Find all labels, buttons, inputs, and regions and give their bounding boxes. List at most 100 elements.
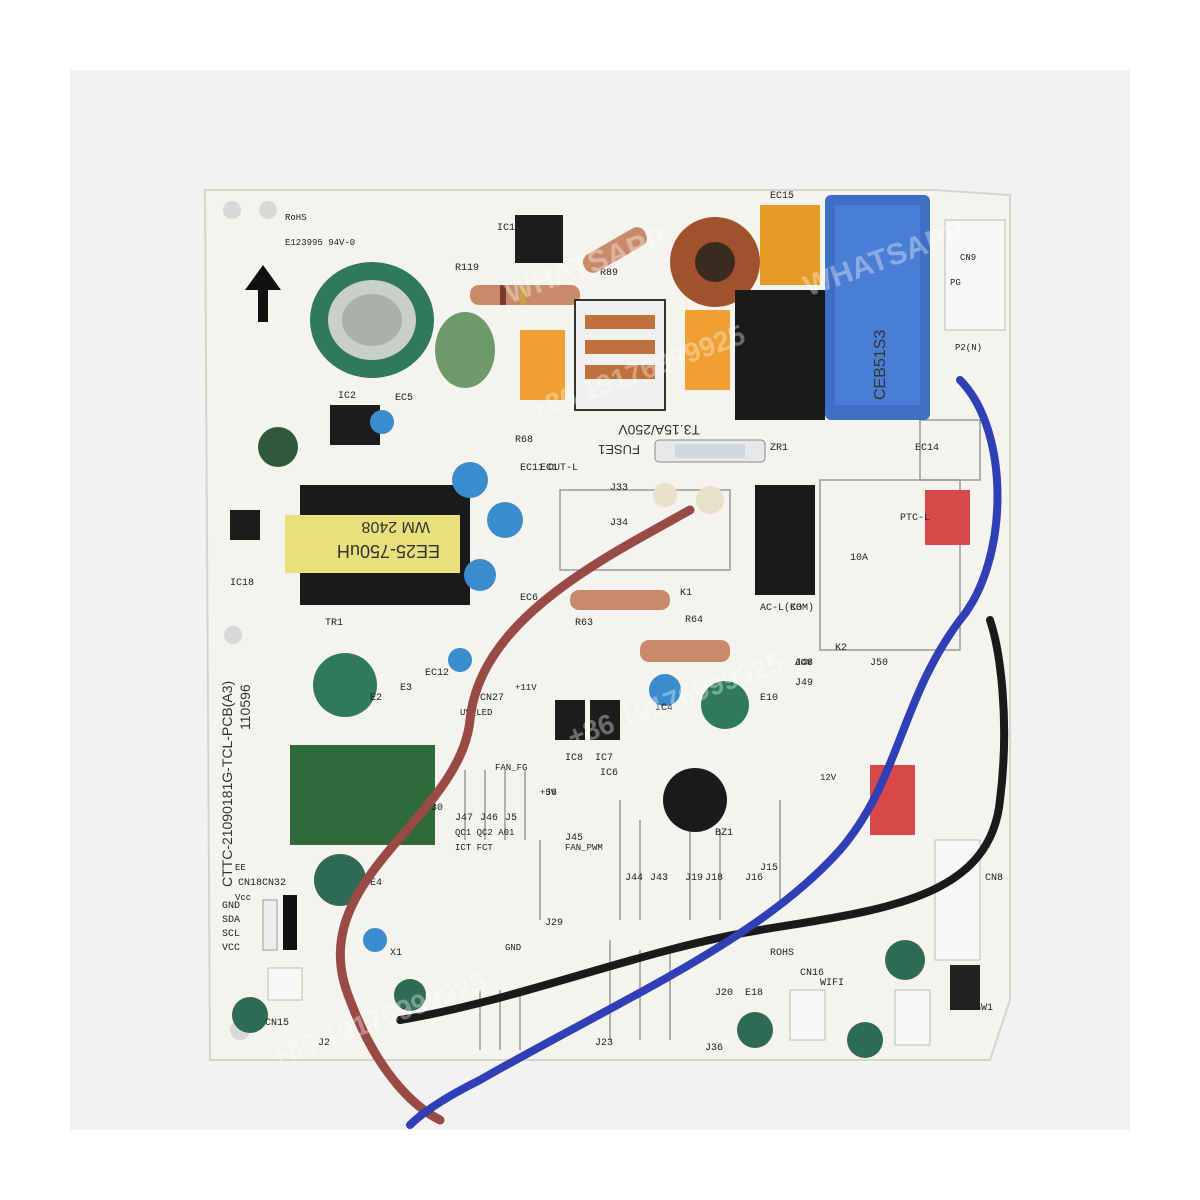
electrolytic-capacitor <box>885 940 925 980</box>
component-ref-label: K1 <box>680 588 692 599</box>
ic-chip <box>230 510 260 540</box>
silkscreen-label: +5V <box>540 788 557 798</box>
silkscreen-label: CN9 <box>960 253 976 263</box>
component-ref-label: ZR1 <box>770 443 788 454</box>
ceramic-capacitor-green <box>435 312 495 388</box>
ceramic-capacitor-blue <box>487 502 523 538</box>
component-ref-label: R119 <box>455 263 479 274</box>
resistor <box>470 285 580 305</box>
resistor <box>570 590 730 662</box>
component-ref-label: K2 <box>835 643 847 654</box>
relay-black <box>755 485 815 595</box>
pin-label: VCC <box>222 943 240 954</box>
transformer-label: EE25-750uH <box>337 541 440 561</box>
component-ref-label: J2 <box>318 1038 330 1049</box>
component-ref-label: J33 <box>610 483 628 494</box>
component-ref-label: X1 <box>390 948 402 959</box>
component-ref-label: IC4 <box>655 703 673 714</box>
component-ref-label: IC6 <box>600 768 618 779</box>
component-ref-label: J45 <box>565 833 583 844</box>
component-ref-label: CN8 <box>985 873 1003 884</box>
silkscreen-label: FAN_FG <box>495 763 527 773</box>
component-ref-label: E18 <box>745 988 763 999</box>
electrolytic-capacitor <box>232 997 268 1033</box>
component-ref-label: CN27 <box>480 693 504 704</box>
pin-label: SDA <box>222 915 240 926</box>
wire-terminal <box>653 483 677 507</box>
silkscreen-label: P2(N) <box>955 343 982 353</box>
silkscreen-label: QC1 QC2 A01 <box>455 828 514 838</box>
connector-white <box>944 219 1006 331</box>
electrolytic-capacitor <box>701 681 749 729</box>
component-ref-label: EC11 <box>520 463 544 474</box>
component-ref-label: J20 <box>715 988 733 999</box>
component-ref-label: E3 <box>400 683 412 694</box>
film-capacitor-orange <box>685 310 730 390</box>
ic-chip <box>555 700 585 740</box>
component-ref-label: TR1 <box>325 618 343 629</box>
component-ref-label: CN15 <box>265 1018 289 1029</box>
pin-header <box>262 899 278 951</box>
component-ref-label: CN16 <box>800 968 824 979</box>
component-ref-label: J47 <box>455 813 473 824</box>
component-ref-label: J46 <box>480 813 498 824</box>
wire-blue <box>406 376 1002 1129</box>
wire-brown <box>335 505 695 1125</box>
film-capacitor-orange <box>520 330 565 400</box>
component-ref-label: E2 <box>370 693 382 704</box>
transformer-date: WM 2408 <box>361 518 430 535</box>
arrow-up-icon <box>245 265 281 322</box>
ceramic-capacitor-blue <box>649 674 681 706</box>
silkscreen-label: ACN <box>795 658 811 668</box>
component-ref-label: K3 <box>790 603 802 614</box>
electrolytic-capacitor <box>314 854 366 906</box>
component-ref-label: E4 <box>370 878 382 889</box>
component-ref-label: J36 <box>705 1043 723 1054</box>
board-id: 110596 <box>237 684 253 730</box>
resistor <box>582 227 648 273</box>
ceramic-capacitor-blue <box>452 462 488 498</box>
silkscreen-lines <box>464 419 981 1050</box>
power-module-board <box>290 745 435 845</box>
component-ref-label: ROHS <box>770 948 794 959</box>
mounting-hole <box>224 626 242 644</box>
component-ref-label: R63 <box>575 618 593 629</box>
component-ref-label: IC17 <box>497 223 521 234</box>
connector-white <box>267 967 303 1001</box>
silkscreen-label: PG <box>950 278 961 288</box>
component-ref-label: J49 <box>795 678 813 689</box>
relay-marking: CEB51S3 <box>872 330 889 400</box>
connector-red <box>925 490 970 545</box>
component-ref-label: CN18 <box>238 878 262 889</box>
ic-chip <box>515 215 563 263</box>
component-ref-label: J29 <box>545 918 563 929</box>
silkscreen-label: +11V <box>515 683 537 693</box>
component-ref-label: AC-L(COM) <box>760 602 814 614</box>
silkscreen-label: ICT FCT <box>455 843 493 853</box>
silkscreen-label: GND <box>505 943 521 953</box>
electrolytic-capacitor <box>737 1012 773 1048</box>
electrolytic-capacitor <box>258 427 298 467</box>
component-ref-label: SW1 <box>975 1003 993 1014</box>
buzzer <box>663 768 727 832</box>
silkscreen-label: RoHS <box>285 213 307 223</box>
silkscreen-label: 12V <box>820 773 837 783</box>
fuse-rating: T3.15A/250V <box>618 422 700 438</box>
component-ref-label: EC6 <box>520 593 538 604</box>
silkscreen-label: Vcc <box>235 893 251 903</box>
component-ref-label: EC14 <box>915 443 939 454</box>
silkscreen-label: FAN_PWM <box>565 843 603 853</box>
toroid-inductor <box>670 217 760 307</box>
electrolytic-capacitor <box>313 653 377 717</box>
choke-inductor <box>574 299 666 411</box>
component-ref-label: R89 <box>600 268 618 279</box>
film-capacitor-orange <box>760 205 820 285</box>
component-ref-label: IC2 <box>338 391 356 402</box>
component-ref-label: R64 <box>685 615 703 626</box>
component-ref-label: CN32 <box>262 878 286 889</box>
tactile-switch <box>950 965 980 1010</box>
component-ref-label: 10A <box>850 553 868 564</box>
component-ref-label: EC15 <box>770 191 794 202</box>
electrolytic-capacitor <box>394 979 426 1011</box>
